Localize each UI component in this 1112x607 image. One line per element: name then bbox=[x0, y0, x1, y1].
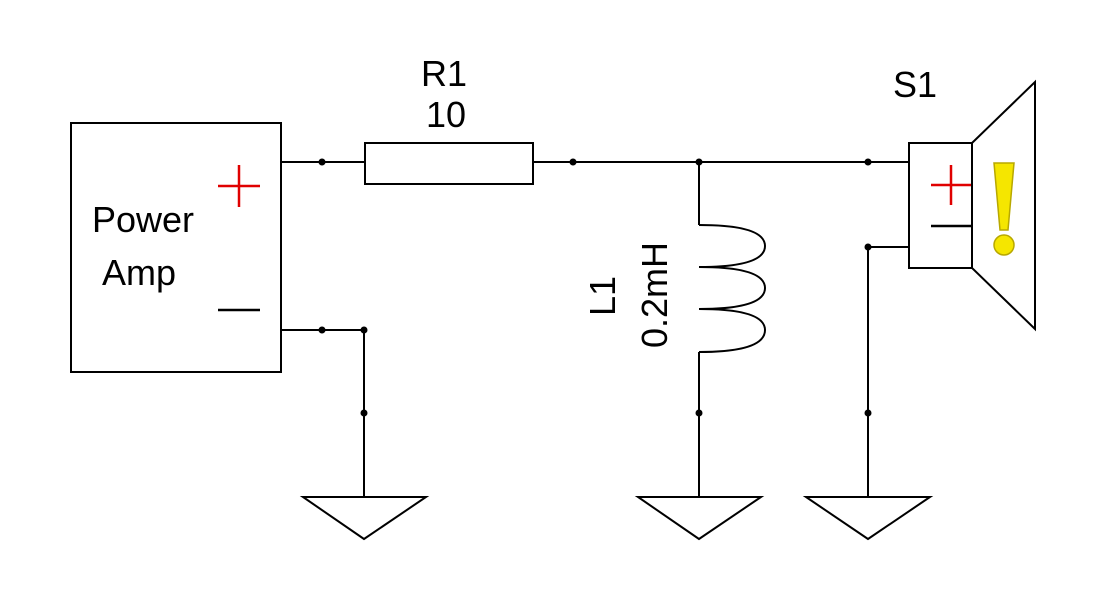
ground-symbols bbox=[299, 496, 934, 541]
power-amp-box bbox=[70, 122, 282, 373]
inductor-l1-coil bbox=[698, 224, 767, 353]
resistor-r1-ref: R1 bbox=[421, 53, 467, 94]
inductor-l1-value: 0.2mH bbox=[634, 242, 675, 348]
power-amp-label-line1: Power bbox=[92, 199, 194, 240]
speaker-warning-icon bbox=[993, 162, 1015, 256]
inductor-l1-ref: L1 bbox=[582, 276, 623, 316]
wires bbox=[281, 161, 909, 497]
speaker-s1-ref: S1 bbox=[893, 64, 937, 105]
speaker-s1-magnet bbox=[908, 142, 973, 269]
ground-icon bbox=[634, 496, 765, 541]
junction-dot bbox=[864, 158, 872, 166]
power-amp-label-line2: Amp bbox=[102, 252, 176, 293]
junction-dots bbox=[318, 158, 872, 417]
junction-dot bbox=[695, 409, 703, 417]
junction-dot bbox=[864, 243, 872, 251]
resistor-r1: R1 10 bbox=[364, 53, 534, 185]
speaker-s1: S1 bbox=[893, 64, 1036, 332]
power-amp: Power Amp bbox=[70, 122, 282, 373]
junction-dot bbox=[569, 158, 577, 166]
junction-dot bbox=[318, 326, 326, 334]
ground-icon bbox=[802, 496, 934, 541]
resistor-r1-value: 10 bbox=[426, 94, 466, 135]
ground-icon bbox=[299, 496, 430, 541]
inductor-l1: L1 0.2mH bbox=[582, 224, 767, 353]
resistor-r1-body bbox=[364, 142, 534, 185]
junction-dot bbox=[695, 158, 703, 166]
junction-dot bbox=[360, 409, 368, 417]
junction-dot bbox=[318, 158, 326, 166]
power-amp-plus-sign bbox=[218, 165, 260, 207]
speaker-s1-plus-sign bbox=[931, 165, 971, 205]
junction-dot bbox=[360, 326, 368, 334]
junction-dot bbox=[864, 409, 872, 417]
